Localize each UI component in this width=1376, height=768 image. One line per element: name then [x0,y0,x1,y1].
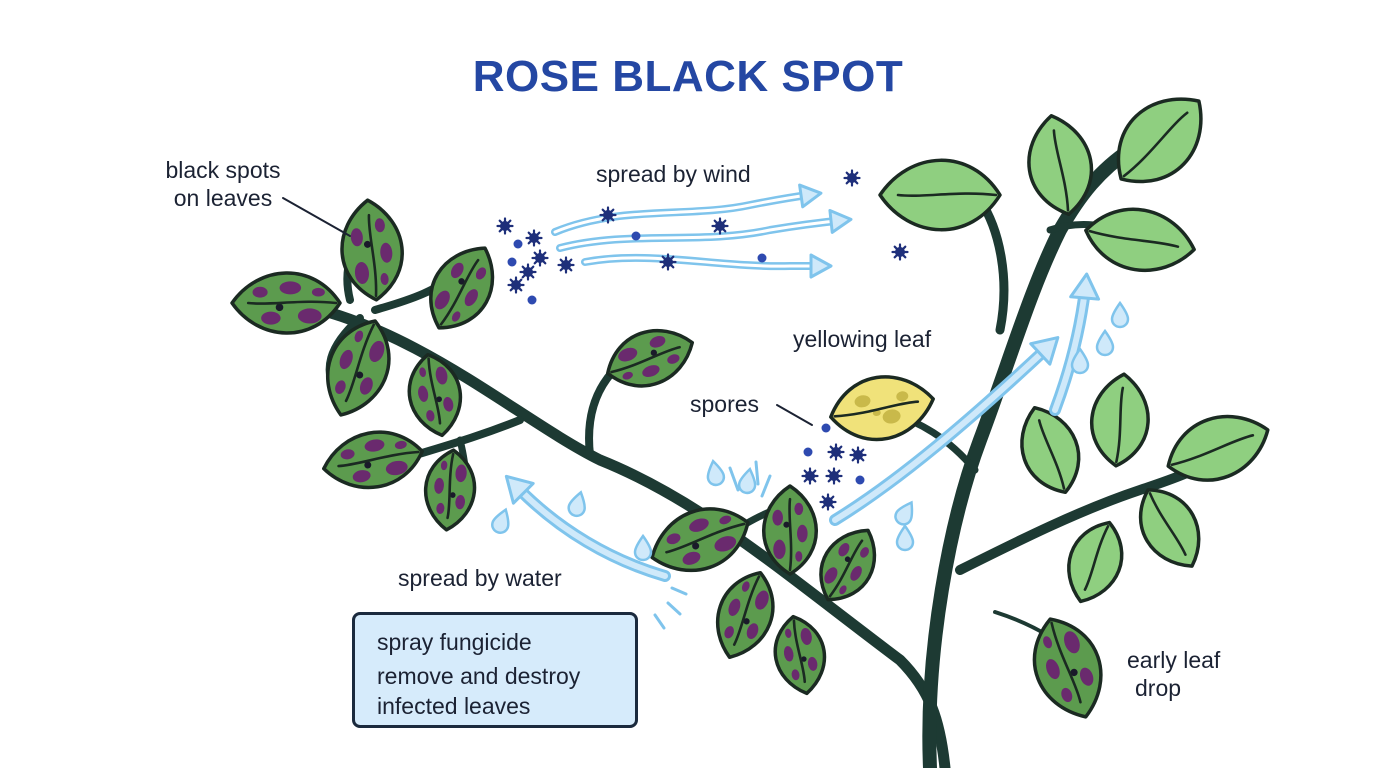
water-droplet-icon-7 [895,523,915,552]
spore-icon-20 [803,447,813,457]
pointer-black-spots [282,197,351,237]
water-droplet-icon-2 [567,490,586,518]
label-spores: spores [690,391,760,417]
wind-arrow-icon-3 [581,253,833,279]
spore-icon-13 [711,217,729,235]
label-early-leaf-drop-line-1: early leaf [1127,647,1221,673]
spore-icon-16 [891,243,909,261]
spore-icon-22 [825,467,843,485]
spore-icon-14 [757,253,767,263]
water-droplet-icon-1 [491,507,510,534]
water-droplet-icon-10 [1070,346,1090,375]
leaf-infected-10 [762,484,818,576]
spore-icon-3 [525,229,543,247]
leaf-infected-4 [325,319,391,417]
leaf-infected-11 [819,528,877,602]
water-droplet-icon-9 [1095,328,1115,357]
spore-icon-9 [557,256,575,274]
water-arrow-icon-upper-right [1049,272,1101,416]
splash-mark-1 [670,586,688,596]
spore-icon-8 [527,295,537,305]
label-black-spots-line-1: black spots [165,157,281,183]
spore-icon-17 [821,423,831,433]
spore-icon-4 [531,249,549,267]
management-line-3: infected leaves [377,693,531,719]
spore-icon-21 [801,467,819,485]
spore-icon-24 [819,493,837,511]
water-arrow-icon-middle [829,336,1060,526]
page-title: ROSE BLACK SPOT [472,52,904,101]
leaf-healthy-23 [1067,520,1124,604]
leaf-healthy-17 [1116,97,1203,184]
wind-arrows [551,183,853,279]
leaf-infected-7 [423,448,477,532]
leaf-healthy-19 [1020,405,1081,495]
leaf-healthy-16 [1027,114,1094,216]
water-droplet-icon-8 [1110,300,1130,329]
spore-icon-1 [496,217,514,235]
water-droplet-icon-5 [737,467,757,495]
management-line-2: remove and destroy [377,663,581,689]
leaves [230,97,1270,719]
spore-icon-5 [507,257,517,267]
leaf-yellowing-24 [829,375,935,442]
leaf-infected-9 [650,507,750,573]
leaf-infected-8 [605,328,695,388]
label-early-leaf-drop: early leaf drop [1127,646,1220,702]
leaf-healthy-18 [1084,207,1196,272]
water-droplets [491,300,1130,562]
spore-icon-7 [507,276,525,294]
water-arrows [504,272,1101,582]
splash-mark-2 [666,601,682,616]
leaf-infected-3 [230,271,342,335]
management-box: spray fungicide remove and destroy infec… [352,612,638,728]
label-early-leaf-drop-line-2: drop [1135,675,1182,701]
splash-marks [653,460,772,630]
leaf-infected-2 [429,246,495,330]
spore-icon-23 [855,475,865,485]
spore-icon-6 [519,263,537,281]
leaf-healthy-21 [1166,414,1270,482]
leaf-infected-12 [715,570,775,660]
leaf-healthy-15 [878,158,1002,232]
leaf-infected-6 [322,430,424,490]
pointer-spores [776,404,813,426]
water-droplet-icon-6 [894,500,914,526]
leaf-infected-14 [1032,617,1103,719]
spore-icon-2 [513,239,523,249]
label-spread-by-water: spread by water [398,565,562,591]
water-arrow-icon-lower-left [504,474,671,582]
spore-icon-10 [599,206,617,224]
label-black-spots: black spots on leaves [128,156,318,212]
leaf-healthy-20 [1090,372,1150,468]
splash-mark-5 [754,460,760,486]
label-spread-by-wind: spread by wind [596,161,751,187]
spore-icon-18 [827,443,845,461]
splash-mark-3 [653,613,666,630]
spore-icon-12 [659,253,677,271]
leaf-infected-1 [340,198,404,302]
label-yellowing-leaf: yellowing leaf [793,326,932,352]
management-line-1: spray fungicide [377,629,532,655]
spore-icon-19 [849,446,867,464]
spores [496,169,909,511]
splash-mark-6 [760,474,772,498]
wind-arrow-icon-2 [556,209,853,252]
water-droplet-icon-3 [633,533,653,562]
leaf-infected-5 [407,352,463,438]
leaf-infected-13 [773,614,827,696]
splash-mark-4 [728,466,740,492]
leaf-healthy-22 [1138,488,1201,568]
pointer-lines [282,197,813,426]
label-black-spots-line-2: on leaves [173,185,273,211]
spore-icon-15 [843,169,861,187]
spore-icon-11 [631,231,641,241]
water-droplet-icon-4 [706,459,726,487]
